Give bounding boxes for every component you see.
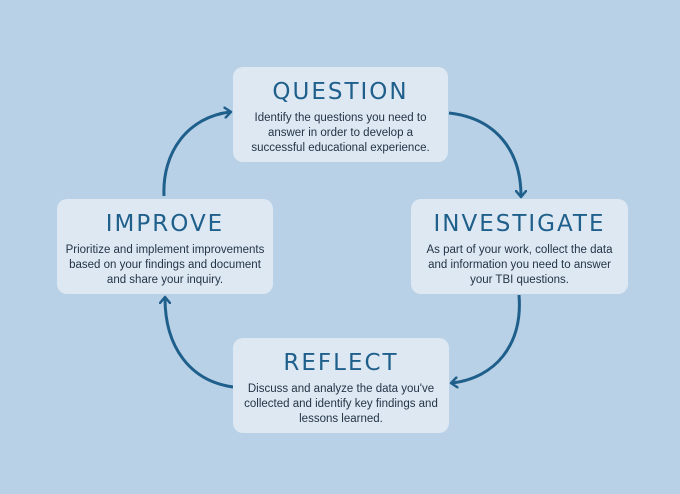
step-card-improve: IMPROVE Prioritize and implement improve…	[57, 199, 273, 294]
step-description-question: Identify the questions you need to answe…	[251, 112, 430, 154]
arrow-improve-to-question	[162, 112, 230, 197]
step-title-reflect: REFLECT	[283, 350, 399, 376]
step-card-question: QUESTION Identify the questions you need…	[233, 67, 448, 162]
step-card-reflect: REFLECT Discuss and analyze the data you…	[233, 338, 449, 433]
arrow-reflect-to-improve	[165, 298, 234, 389]
step-card-investigate: INVESTIGATE As part of your work, collec…	[411, 199, 628, 294]
step-description-investigate: As part of your work, collect the data a…	[426, 244, 613, 286]
step-description-improve: Prioritize and implement improvements ba…	[65, 244, 265, 286]
step-description-reflect: Discuss and analyze the data you've coll…	[244, 383, 438, 425]
step-title-investigate: INVESTIGATE	[433, 211, 606, 237]
step-title-question: QUESTION	[272, 79, 409, 105]
arrow-investigate-to-reflect	[452, 294, 521, 383]
step-title-improve: IMPROVE	[105, 211, 225, 237]
arrow-question-to-investigate	[448, 111, 521, 196]
